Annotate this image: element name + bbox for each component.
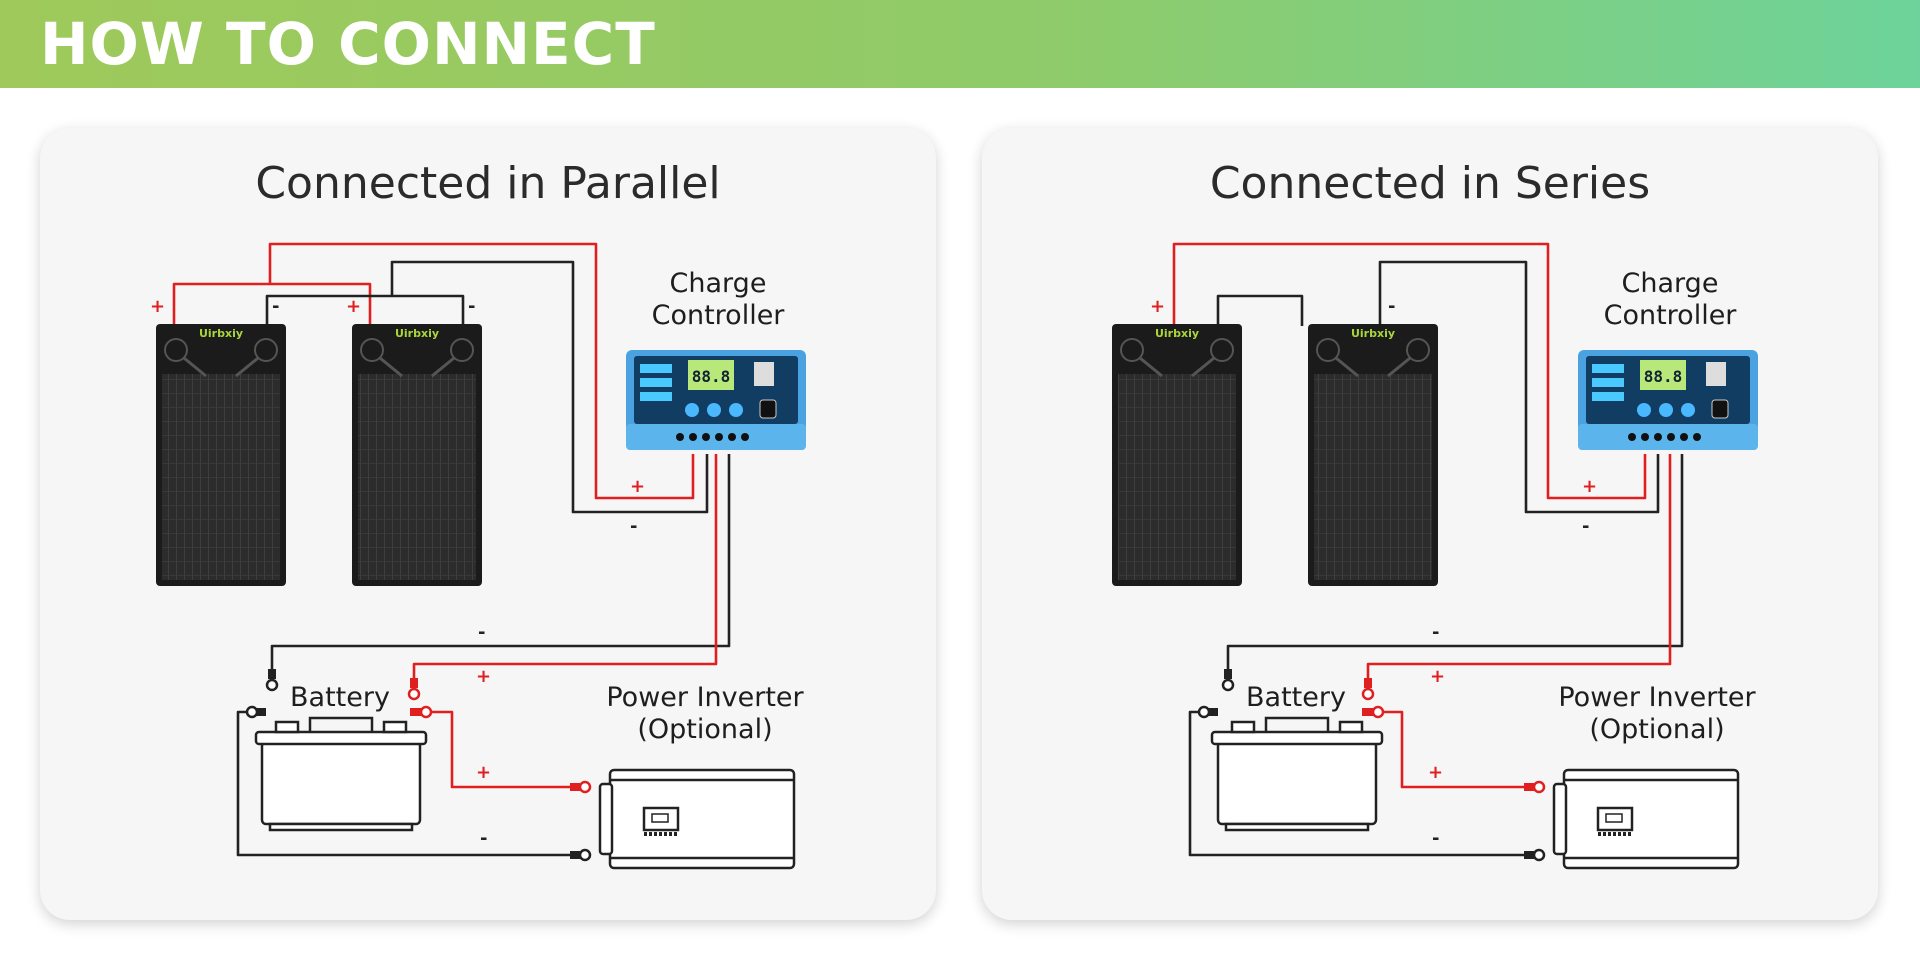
- solar-panel-1: [1112, 324, 1242, 586]
- minus-sign: -: [630, 516, 638, 537]
- battery-device: [1210, 716, 1384, 832]
- header-banner: HOW TO CONNECT: [0, 0, 1920, 88]
- neg-wire-panel1: [265, 294, 465, 326]
- series-title: Connected in Series: [1209, 158, 1651, 209]
- solar-panel-2: [1308, 324, 1438, 586]
- battery-neg-wire: [270, 454, 731, 676]
- parallel-diagram: Uirbxiy Uirbxiy 88.8: [156, 242, 806, 870]
- pos-wire-panel1: [172, 282, 372, 326]
- battery-device: [254, 716, 428, 832]
- power-inverter-label: Power Inverter(Optional): [1558, 682, 1756, 745]
- wire-terminals: [245, 669, 592, 862]
- charge-controller-device: 88.8: [626, 350, 806, 450]
- battery-label: Battery: [1246, 682, 1346, 713]
- inverter-pos-wire: [1384, 710, 1530, 789]
- minus-sign: -: [1388, 296, 1396, 317]
- pos-wire-controller: [1172, 242, 1647, 500]
- parallel-diagram-card: Connected in Parallel: [40, 128, 936, 920]
- minus-sign: -: [1582, 516, 1590, 537]
- minus-sign: -: [1432, 622, 1440, 643]
- series-diagram-card: Connected in Series: [982, 128, 1878, 920]
- solar-panel-2: [352, 324, 482, 586]
- minus-sign: -: [468, 296, 476, 317]
- plus-sign: +: [150, 296, 166, 317]
- battery-neg-wire: [1226, 454, 1684, 676]
- battery-pos-wire: [1366, 454, 1672, 688]
- plus-sign: +: [476, 666, 492, 687]
- minus-sign: -: [1432, 828, 1440, 849]
- brand-logo-1: Uirbxiy: [1155, 327, 1199, 340]
- minus-sign: -: [272, 296, 280, 317]
- power-inverter-label: Power Inverter(Optional): [606, 682, 804, 745]
- plus-sign: +: [1582, 476, 1598, 497]
- power-inverter-device: [1552, 768, 1740, 870]
- charge-controller-device: 88.8: [1578, 350, 1758, 450]
- brand-logo-1: Uirbxiy: [199, 327, 243, 340]
- inverter-pos-wire: [432, 710, 576, 789]
- plus-sign: +: [630, 476, 646, 497]
- neg-wire-controller: [390, 260, 709, 514]
- plus-sign: +: [476, 762, 492, 783]
- solar-panel-1: [156, 324, 286, 586]
- battery-label: Battery: [290, 682, 390, 713]
- plus-sign: +: [1428, 762, 1444, 783]
- series-link-wire: [1216, 294, 1304, 326]
- power-inverter-device: [598, 768, 796, 870]
- battery-pos-wire: [412, 454, 718, 688]
- minus-sign: -: [478, 622, 486, 643]
- plus-sign: +: [346, 296, 362, 317]
- neg-wire-controller: [1378, 260, 1660, 514]
- pos-wire-controller: [268, 242, 695, 500]
- minus-sign: -: [480, 828, 488, 849]
- plus-sign: +: [1430, 666, 1446, 687]
- wire-terminals: [1197, 669, 1546, 862]
- brand-logo-2: Uirbxiy: [1351, 327, 1395, 340]
- parallel-title: Connected in Parallel: [255, 158, 721, 209]
- page-title: HOW TO CONNECT: [40, 10, 656, 78]
- svg-text:88.8: 88.8: [1644, 367, 1683, 386]
- svg-text:88.8: 88.8: [692, 367, 731, 386]
- plus-sign: +: [1150, 296, 1166, 317]
- series-diagram: Uirbxiy Uirbxiy 88.8: [1112, 242, 1758, 870]
- brand-logo-2: Uirbxiy: [395, 327, 439, 340]
